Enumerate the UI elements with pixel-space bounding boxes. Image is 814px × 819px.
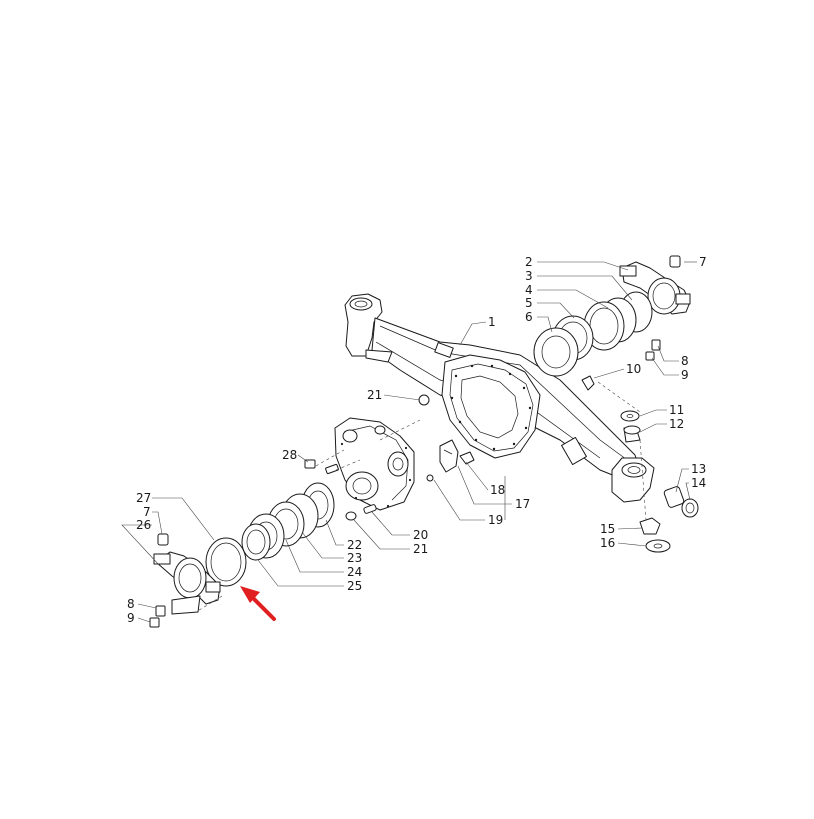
callout-20: 20	[413, 528, 428, 542]
center-small-parts	[304, 394, 475, 521]
callout-1: 1	[488, 315, 496, 329]
callout-8-right: 8	[681, 354, 689, 368]
callout-17: 17	[515, 497, 530, 511]
callout-10: 10	[626, 362, 641, 376]
right-small-parts	[620, 410, 699, 553]
callout-24: 24	[347, 565, 362, 579]
callout-18: 18	[490, 483, 505, 497]
callout-22: 22	[347, 538, 362, 552]
callout-26: 26	[136, 518, 151, 532]
callout-16: 16	[600, 536, 615, 550]
callout-labels: 1 2 3 4 5 6 7 8 9 10 11 12 13 14 15 16 1…	[127, 255, 707, 625]
red-pointer-arrow	[240, 586, 276, 621]
callout-9-left: 9	[127, 611, 135, 625]
callout-21-upper: 21	[367, 388, 382, 402]
callout-23: 23	[347, 551, 362, 565]
left-bushing-assembly	[149, 482, 335, 628]
callout-2: 2	[525, 255, 533, 269]
callout-8-left: 8	[127, 597, 135, 611]
callout-7-right: 7	[699, 255, 707, 269]
callout-5: 5	[525, 296, 533, 310]
callout-9-right: 9	[681, 368, 689, 382]
front-housing-cover	[334, 417, 415, 511]
axle-housing	[344, 293, 655, 503]
callout-25: 25	[347, 579, 362, 593]
callout-19: 19	[488, 513, 503, 527]
callout-4: 4	[525, 283, 533, 297]
assembly-lines	[195, 381, 647, 613]
callout-7-left: 7	[143, 505, 151, 519]
leader-lines	[121, 261, 697, 623]
callout-21-lower: 21	[413, 542, 428, 556]
callout-15: 15	[600, 522, 615, 536]
callout-13: 13	[691, 462, 706, 476]
callout-27: 27	[136, 491, 151, 505]
callout-11: 11	[669, 403, 684, 417]
callout-12: 12	[669, 417, 684, 431]
callout-28: 28	[282, 448, 297, 462]
callout-3: 3	[525, 269, 533, 283]
right-bushing-assembly	[533, 255, 691, 391]
callout-6: 6	[525, 310, 533, 324]
callout-14: 14	[691, 476, 706, 490]
